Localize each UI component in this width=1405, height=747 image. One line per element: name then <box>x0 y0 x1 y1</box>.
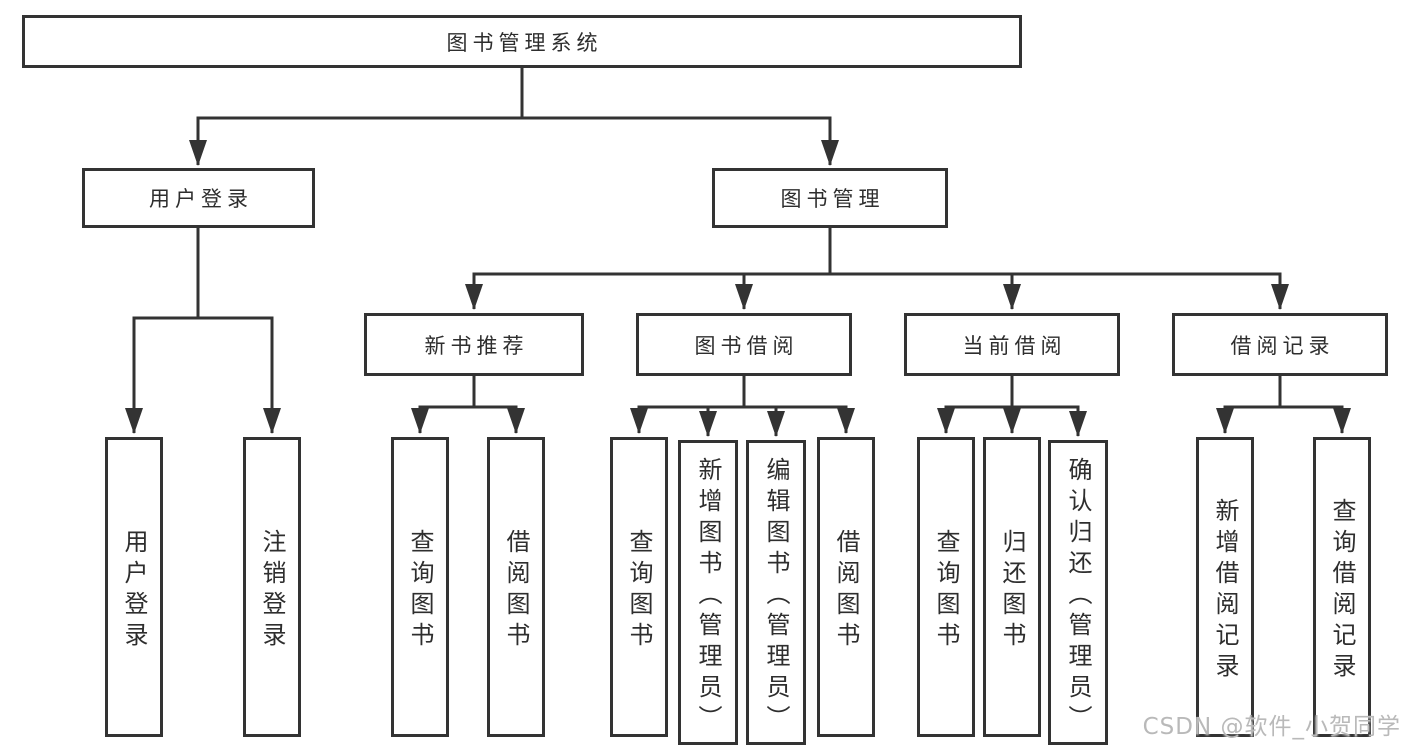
node-current-borrow-label: 当前借阅 <box>962 333 1067 358</box>
csdn-watermark: CSDN @软件_小贺同学 <box>1142 714 1401 740</box>
node-book-borrow-label: 图书借阅 <box>694 333 799 358</box>
leaf-logout-label: 注销登录 <box>258 528 286 653</box>
connector-book-borrow-branch <box>630 376 855 437</box>
leaf-borrow-books-label: 借阅图书 <box>502 528 530 653</box>
connector-root-to-level2 <box>189 68 839 166</box>
node-root-system-label: 图书管理系统 <box>446 30 603 55</box>
leaf-add-book-admin-label: 新增图书（管理员） <box>694 456 722 736</box>
leaf-edit-book-admin: 编辑图书（管理员） <box>746 440 806 745</box>
node-book-mgmt-label: 图书管理 <box>780 187 885 211</box>
node-book-borrow: 图书借阅 <box>636 313 852 376</box>
leaf-user-login: 用户登录 <box>105 437 163 737</box>
connector-current-borrow-branch <box>937 376 1087 437</box>
connector-user-login-branch <box>125 228 281 434</box>
node-new-book-rec-label: 新书推荐 <box>424 333 529 358</box>
node-borrow-records: 借阅记录 <box>1172 313 1388 376</box>
leaf-query-books-label: 查询图书 <box>932 528 960 653</box>
leaf-logout: 注销登录 <box>243 437 301 737</box>
leaf-confirm-return-admin-label: 确认归还（管理员） <box>1064 456 1092 736</box>
leaf-add-borrow-record-label: 新增借阅记录 <box>1211 497 1239 684</box>
leaf-query-books-label: 查询图书 <box>625 528 653 653</box>
node-new-book-rec: 新书推荐 <box>364 313 584 376</box>
node-current-borrow: 当前借阅 <box>904 313 1120 376</box>
node-user-login-label: 用户登录 <box>149 187 253 211</box>
leaf-user-login-label: 用户登录 <box>120 528 148 653</box>
leaf-query-books: 查询图书 <box>917 437 975 737</box>
node-borrow-records-label: 借阅记录 <box>1230 333 1335 358</box>
leaf-query-books-label: 查询图书 <box>406 528 434 653</box>
leaf-query-books: 查询图书 <box>391 437 449 737</box>
leaf-query-borrow-record-label: 查询借阅记录 <box>1328 497 1356 684</box>
leaf-borrow-books-label: 借阅图书 <box>832 528 860 653</box>
leaf-edit-book-admin-label: 编辑图书（管理员） <box>762 456 790 736</box>
node-book-mgmt: 图书管理 <box>712 168 948 228</box>
leaf-query-books: 查询图书 <box>610 437 668 737</box>
leaf-borrow-books: 借阅图书 <box>487 437 545 737</box>
leaf-return-books-label: 归还图书 <box>998 528 1026 653</box>
connector-borrow-records-branch <box>1216 376 1351 434</box>
leaf-confirm-return-admin: 确认归还（管理员） <box>1048 440 1108 745</box>
leaf-query-borrow-record: 查询借阅记录 <box>1313 437 1371 737</box>
leaf-add-borrow-record: 新增借阅记录 <box>1196 437 1254 737</box>
connector-book-mgmt-to-level3 <box>465 228 1289 310</box>
leaf-borrow-books: 借阅图书 <box>817 437 875 737</box>
leaf-return-books: 归还图书 <box>983 437 1041 737</box>
leaf-add-book-admin: 新增图书（管理员） <box>678 440 738 745</box>
connector-new-book-branch <box>411 376 525 434</box>
node-root-system: 图书管理系统 <box>22 15 1022 68</box>
node-user-login: 用户登录 <box>82 168 315 228</box>
